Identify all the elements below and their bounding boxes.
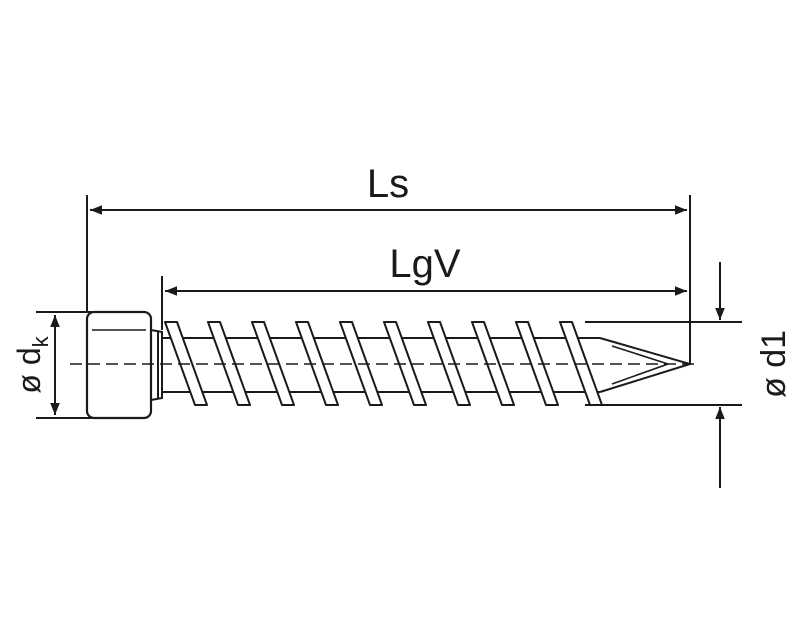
extension-lines xyxy=(36,195,742,419)
screw-head xyxy=(85,310,153,420)
lgv-label: LgV xyxy=(389,242,460,286)
dk-label-main: ø d xyxy=(11,347,47,393)
thread-flank-4 xyxy=(295,321,339,406)
thread-flank-9 xyxy=(515,321,559,406)
screw-tip-groove xyxy=(611,345,671,385)
screw xyxy=(70,310,700,420)
thread-flank-2 xyxy=(207,321,251,406)
dk-label-subscript: k xyxy=(28,335,53,347)
d1-label: ø d1 xyxy=(755,330,793,398)
screw-neck xyxy=(150,329,163,401)
dk-label: ø dk xyxy=(11,335,53,393)
ls-label: Ls xyxy=(367,162,409,206)
